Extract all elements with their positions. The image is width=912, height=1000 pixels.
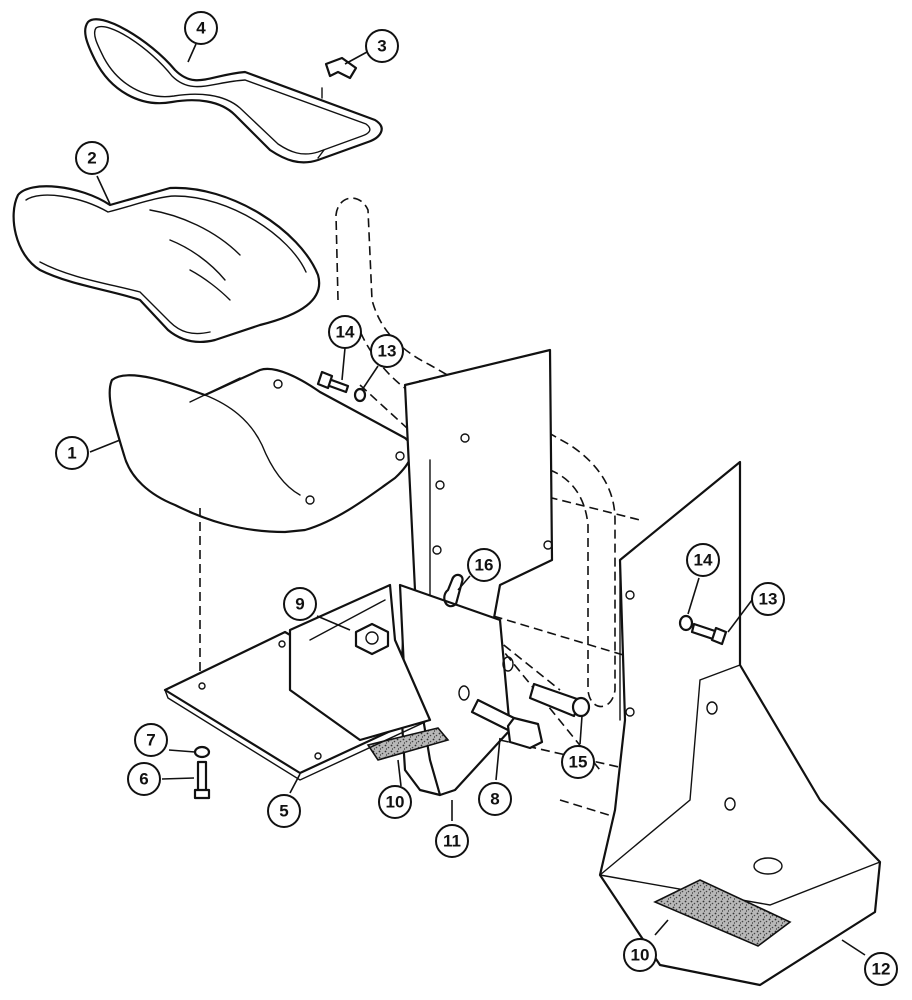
callout-3: 3 (365, 29, 399, 63)
svg-text:9: 9 (295, 595, 304, 614)
washer-lower (193, 745, 211, 759)
grip-pad-right (653, 879, 792, 947)
seat-pan (108, 367, 414, 684)
washer-right (678, 614, 694, 632)
step-bracket (598, 460, 882, 987)
callout-5: 5 (267, 794, 301, 828)
callout-14-upper: 14 (328, 315, 362, 349)
svg-text:4: 4 (196, 19, 206, 38)
svg-text:14: 14 (694, 551, 713, 570)
callout-10-right: 10 (623, 938, 657, 972)
callout-15: 15 (561, 745, 595, 779)
callout-14-right: 14 (686, 543, 720, 577)
nut (354, 622, 390, 656)
callout-16: 16 (467, 548, 501, 582)
bolt-upper (316, 370, 350, 394)
svg-text:13: 13 (378, 342, 397, 361)
bolt-lower (193, 760, 211, 800)
svg-text:10: 10 (631, 946, 650, 965)
svg-text:2: 2 (87, 149, 96, 168)
grip-pad-left (366, 727, 450, 761)
callout-10-left: 10 (378, 785, 412, 819)
pivot-pin (528, 682, 591, 718)
svg-text:1: 1 (67, 444, 76, 463)
callout-12: 12 (864, 952, 898, 986)
callout-7: 7 (134, 723, 168, 757)
callout-9: 9 (283, 587, 317, 621)
callout-13-right: 13 (751, 582, 785, 616)
svg-text:11: 11 (443, 832, 461, 851)
callout-11: 11 (435, 824, 469, 858)
callout-2: 2 (75, 141, 109, 175)
callout-1: 1 (55, 436, 89, 470)
washer-upper (353, 387, 367, 403)
seat-cushion (12, 185, 321, 344)
svg-text:15: 15 (569, 753, 588, 772)
svg-text:10: 10 (386, 793, 405, 812)
cotter-pin (443, 573, 464, 608)
svg-text:6: 6 (139, 770, 148, 789)
bolt-right (690, 622, 728, 646)
callout-13-upper: 13 (370, 334, 404, 368)
pivot-bolt (470, 698, 544, 750)
svg-text:14: 14 (336, 323, 355, 342)
foot-plate (163, 583, 432, 781)
leader-lines (89, 43, 866, 956)
seat-wire-frame (84, 18, 383, 164)
callout-4: 4 (184, 11, 218, 45)
svg-text:16: 16 (475, 556, 494, 575)
svg-text:8: 8 (490, 790, 499, 809)
svg-text:7: 7 (146, 731, 155, 750)
svg-text:5: 5 (279, 802, 288, 821)
svg-text:3: 3 (377, 37, 386, 56)
svg-text:12: 12 (872, 960, 891, 979)
callout-8: 8 (478, 782, 512, 816)
svg-text:13: 13 (759, 590, 778, 609)
callout-6: 6 (127, 762, 161, 796)
